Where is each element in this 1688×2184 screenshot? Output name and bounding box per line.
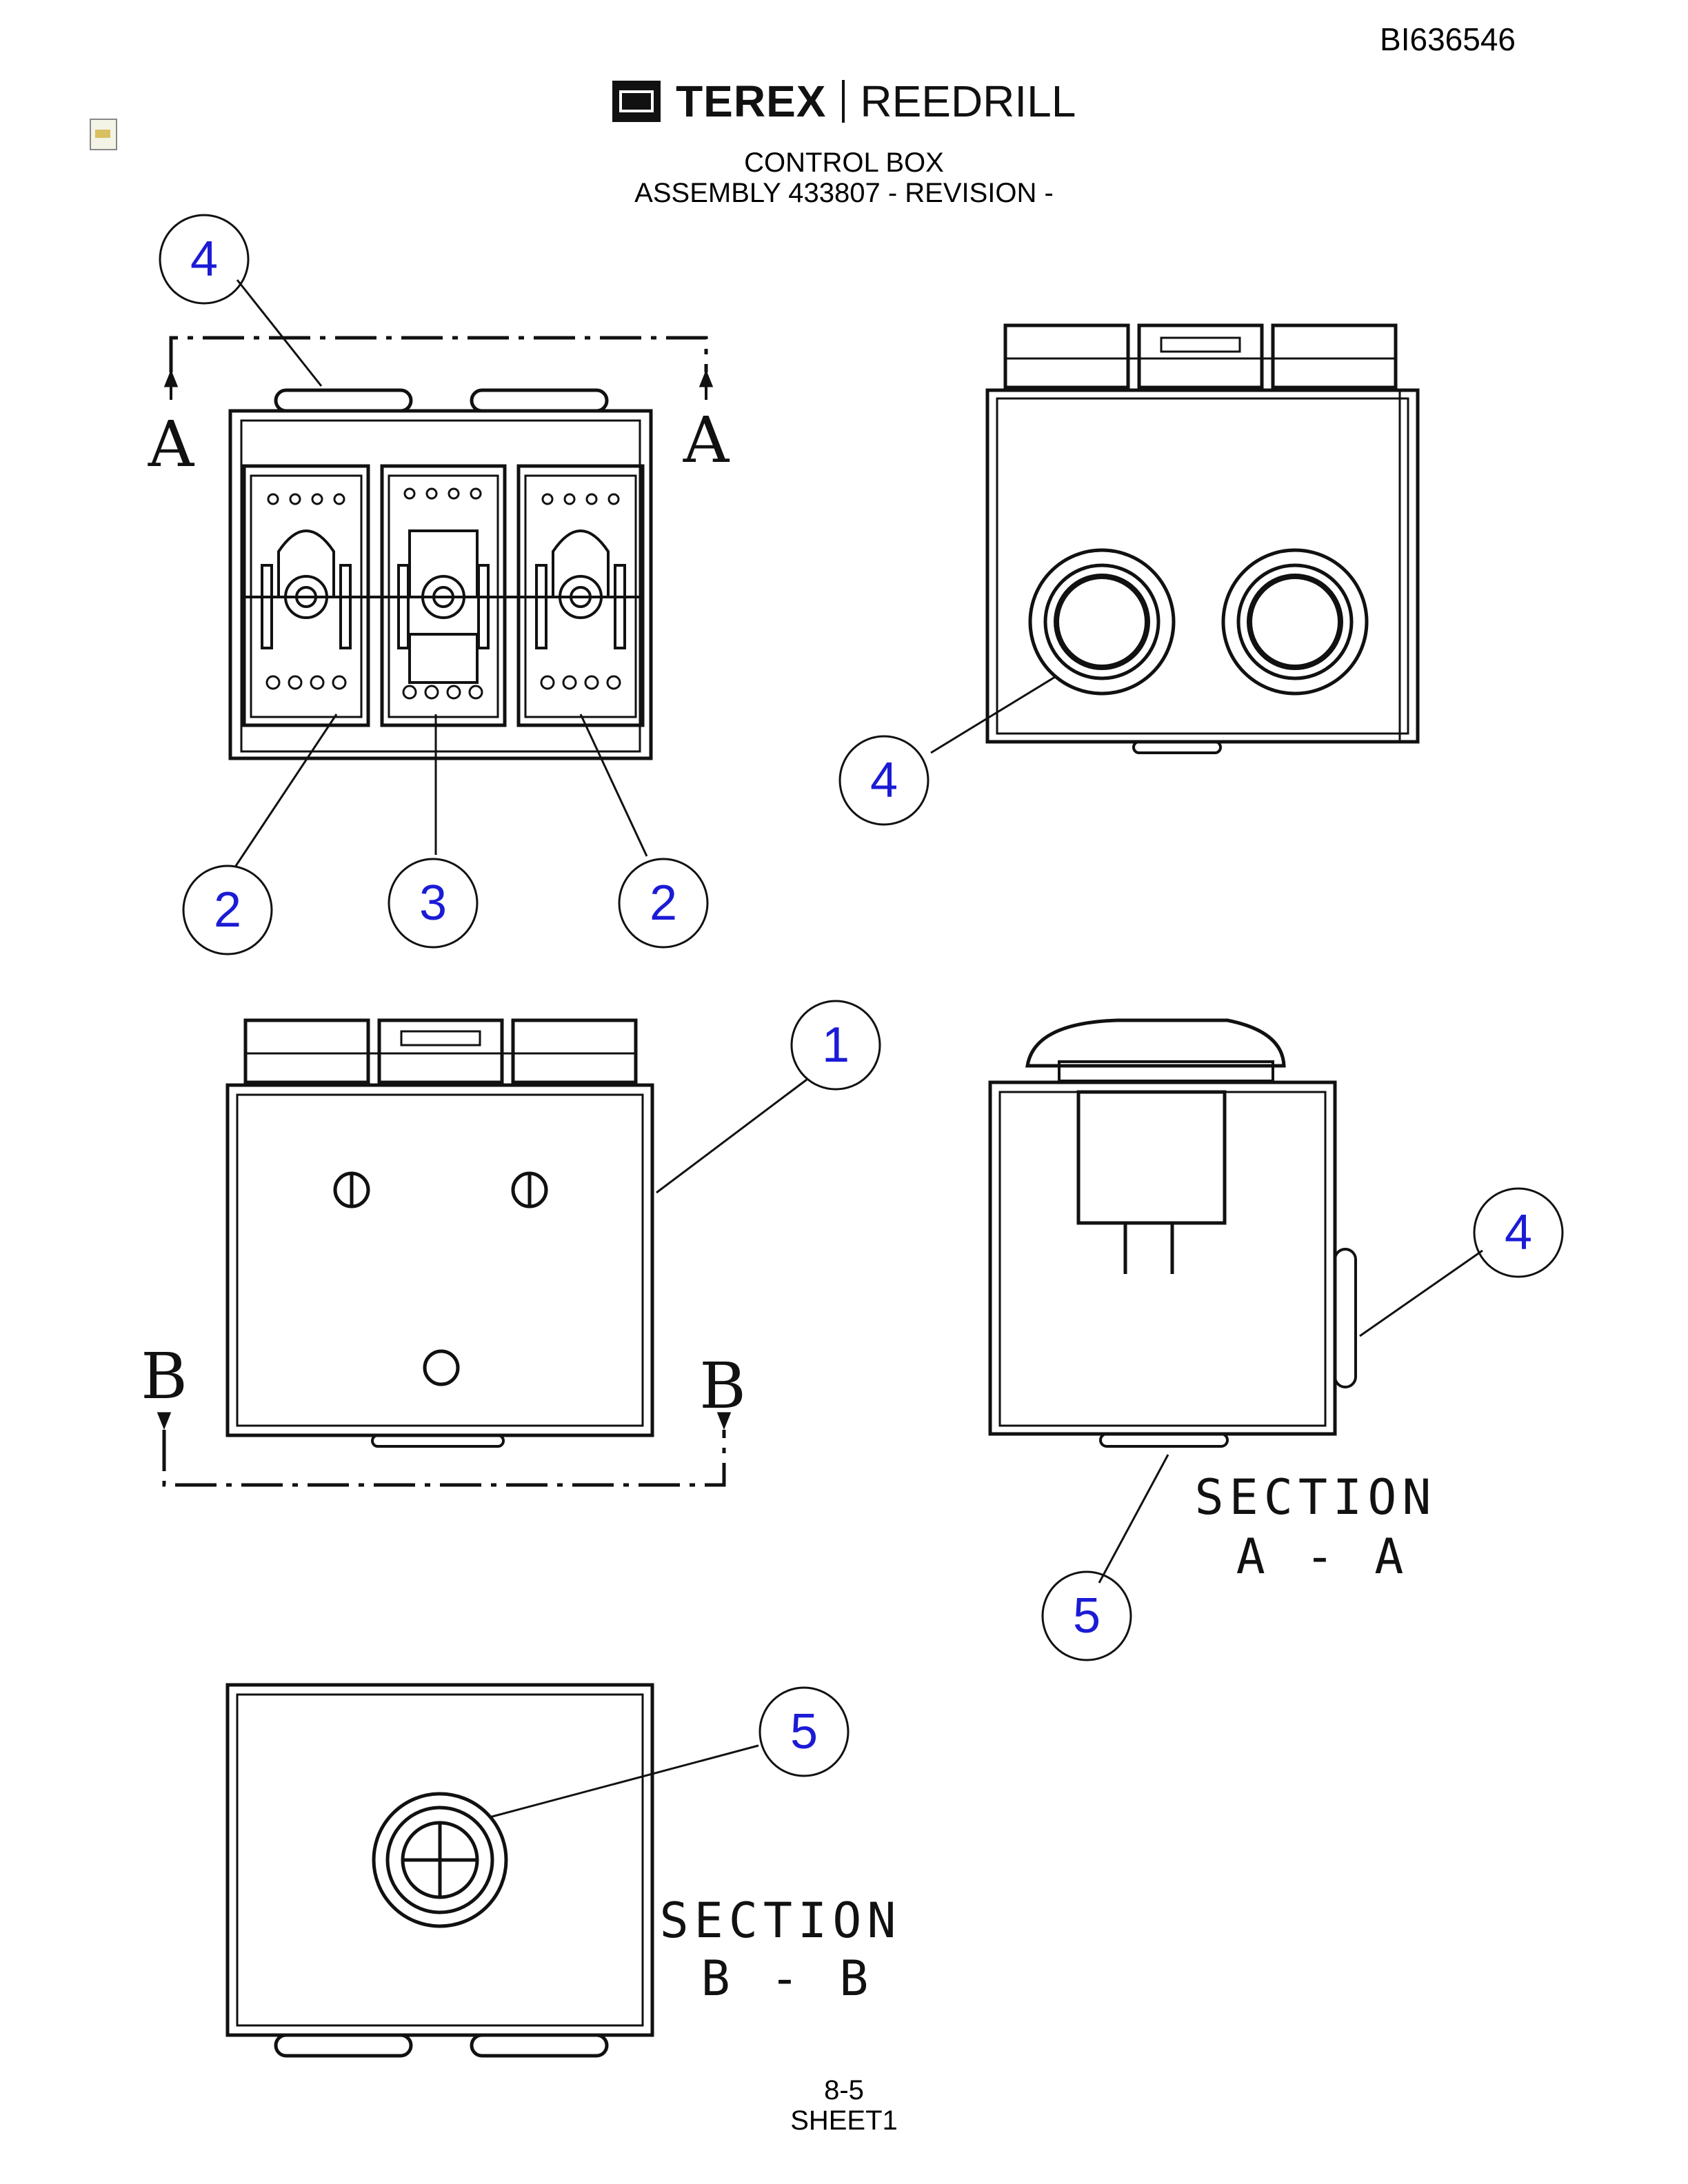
balloon-item-2-left: [182, 865, 273, 956]
balloon-item-2-right: [618, 858, 709, 949]
title-line-1: CONTROL BOX: [744, 148, 944, 178]
section-marker-b-left: B: [141, 1339, 188, 1413]
section-bb-subtitle: B - B: [701, 1950, 874, 2007]
section-marker-a-right: A: [683, 403, 730, 477]
balloon-item-1: [790, 1000, 881, 1091]
top-view: [163, 336, 714, 760]
section-aa-title: SECTION: [1194, 1469, 1436, 1526]
balloon-label-5-section: 5: [1073, 1588, 1101, 1644]
leader-lines: [234, 279, 1483, 1819]
balloon-label-1: 1: [822, 1018, 850, 1073]
brand-logo: TEREX REEDRILL: [0, 76, 1688, 126]
terex-emblem-icon: [612, 81, 661, 122]
page-number: 8-5: [824, 2075, 864, 2105]
balloon-item-5-bottom: [758, 1686, 850, 1777]
section-bb-title: SECTION: [659, 1892, 901, 1949]
section-aa-subtitle: A - A: [1236, 1528, 1409, 1585]
balloon-item-3: [388, 858, 479, 949]
section-marker-b-right: B: [699, 1349, 746, 1423]
balloon-item-5-section: [1041, 1570, 1132, 1661]
balloon-item-4-section: [1473, 1187, 1564, 1278]
balloon-label-4-top: 4: [190, 232, 218, 287]
title-line-2: ASSEMBLY 433807 - REVISION -: [634, 178, 1054, 208]
balloon-label-4-section: 4: [1505, 1205, 1532, 1260]
balloon-label-3: 3: [419, 876, 447, 931]
rear-view: [985, 323, 1420, 754]
sheet-label: SHEET1: [790, 2105, 898, 2136]
section-bb-view: [225, 1683, 654, 2058]
section-aa-view: [988, 1018, 1357, 1448]
balloon-label-5-bottom: 5: [790, 1704, 818, 1759]
front-view: [157, 1018, 732, 1487]
document-icon[interactable]: [90, 119, 117, 150]
brand-divider: [841, 80, 845, 123]
balloon-item-4-rear: [838, 735, 930, 826]
balloon-item-4-top: [159, 214, 250, 305]
brand-name-regular: REEDRILL: [860, 77, 1076, 126]
brand-name-bold: TEREX: [676, 77, 827, 126]
balloon-label-4-rear: 4: [870, 753, 898, 808]
balloon-label-2-left: 2: [214, 882, 241, 938]
document-id: BI636546: [1380, 21, 1516, 57]
balloon-label-2-right: 2: [650, 876, 677, 931]
section-marker-a-left: A: [148, 407, 195, 481]
